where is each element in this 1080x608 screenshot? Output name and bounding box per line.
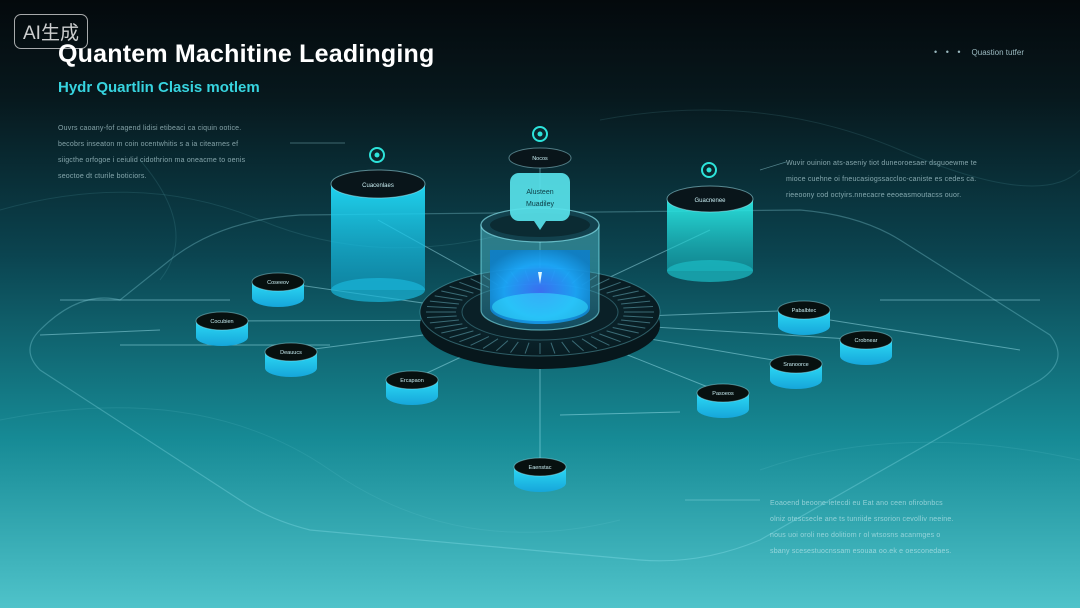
disk-tick [581, 338, 598, 349]
disk-node-label: Crobnear [855, 338, 878, 344]
indicator-ring-icon [532, 126, 548, 142]
disk-node-r1[interactable]: Pabalbtec [777, 300, 831, 335]
indicator-icons [369, 126, 717, 178]
disk-tick [434, 295, 463, 301]
top-node[interactable]: Nocos [508, 147, 572, 169]
right-description: Wuvir ouinion ats-aseniy tiot duneoroesa… [786, 160, 978, 199]
disk-node-label: Sranoorce [783, 362, 808, 368]
disk-node-top [513, 457, 567, 477]
disk-tick [524, 342, 530, 354]
disk-tick [599, 333, 621, 343]
callout-leader-lines [290, 142, 787, 501]
right-tall-cylinder-label: Guacnenee [694, 198, 726, 204]
disk-tick [459, 281, 481, 291]
disk-node-l3[interactable]: Deauucs [264, 342, 318, 377]
disk-tick [496, 340, 509, 352]
indicator-ring-icon [701, 162, 717, 178]
disk-tick [612, 327, 639, 334]
disk-node-top [769, 354, 823, 374]
disk-tick [606, 285, 631, 294]
disk-node-top [195, 311, 249, 331]
disk-tick [617, 295, 646, 301]
connector-line [559, 411, 681, 416]
disk-tick [623, 315, 654, 318]
core-spark-icon [538, 272, 542, 284]
disk-tick [429, 319, 459, 324]
disk-node-r2[interactable]: Crobnear [839, 330, 893, 365]
disk-tick [470, 336, 490, 346]
terrain-contours [0, 109, 1080, 533]
left-description: Ouvrs caoany-fof cagend lidisi etibeaci … [58, 125, 246, 180]
right-tall-cylinder[interactable]: Guacnenee [666, 185, 754, 282]
connector-line [829, 319, 1021, 351]
disk-node-l1[interactable]: Coseeov [251, 272, 305, 307]
indicator-ring-icon [369, 147, 385, 163]
central-tooltip: Alusteen Muadiley [510, 173, 570, 230]
disk-node-label: Pasoeos [712, 391, 734, 397]
disk-tick [571, 340, 584, 352]
disk-tick [449, 285, 474, 294]
disk-node-top [696, 383, 750, 403]
disk-node-label: Cocubien [210, 319, 233, 325]
disk-node-top [251, 272, 305, 292]
disk-tick [590, 336, 610, 346]
left-tall-cylinder[interactable]: Cuacenlaes [330, 169, 426, 302]
more-dots-icon[interactable]: • • • [934, 47, 964, 57]
disk-node-label: Deauucs [280, 350, 302, 356]
disk-node-top [839, 330, 893, 350]
disk-tick [426, 306, 457, 309]
central-quantum-core[interactable] [480, 207, 600, 331]
disk-node-l2[interactable]: Cocubien [195, 311, 249, 346]
top-right-menu[interactable]: • • • Quastion tutfer [934, 47, 1024, 57]
disk-tick [612, 290, 639, 297]
disk-node-label: Coseeov [267, 280, 289, 286]
disk-tick [617, 323, 646, 329]
disk-tick [441, 327, 468, 334]
disk-tick [426, 315, 457, 318]
central-tooltip-line-1: Alusteen [526, 189, 553, 196]
disk-node-label: Pabalbtec [792, 308, 817, 314]
disk-node-top [777, 300, 831, 320]
disk-tick [434, 323, 463, 329]
disk-node-bottom[interactable]: Eaenstac [513, 457, 567, 492]
disk-tick [606, 330, 631, 339]
page-title: Quantem Machitine Leadinging [58, 40, 435, 68]
disk-node-label: Ercapaon [400, 378, 424, 384]
top-node-label: Nocos [532, 156, 548, 162]
disk-node-l4[interactable]: Ercapaon [385, 370, 439, 405]
disk-tick [621, 300, 651, 305]
disk-tick [621, 319, 651, 324]
disk-node-r3[interactable]: Sranoorce [769, 354, 823, 389]
disk-tick [441, 290, 468, 297]
disk-tick [482, 338, 499, 349]
disk-tick [429, 300, 459, 305]
disk-tick [550, 342, 556, 354]
disk-node-top [264, 342, 318, 362]
disk-node-r4[interactable]: Pasoeos [696, 383, 750, 418]
bottom-description: Eoaoend beoone-ietecdi eu Eat ano ceen o… [770, 500, 954, 555]
left-tall-cylinder-label: Cuacenlaes [362, 183, 394, 189]
disk-tick [561, 341, 570, 353]
ai-generated-badge: AI生成 [14, 14, 88, 49]
disk-tick [459, 333, 481, 343]
disk-tick [510, 341, 519, 353]
connector-line [39, 329, 161, 336]
disk-tick [449, 330, 474, 339]
disk-tick [623, 306, 654, 309]
page-subtitle: Hydr Quartlin Clasis motlem [58, 79, 260, 96]
disk-tick [599, 281, 621, 291]
central-tooltip-line-2: Muadiley [526, 201, 555, 208]
disk-node-label: Eaenstac [529, 465, 552, 471]
top-right-menu-label: Quastion tutfer [971, 47, 1024, 57]
platform-frame [29, 209, 1059, 562]
disk-node-top [385, 370, 439, 390]
